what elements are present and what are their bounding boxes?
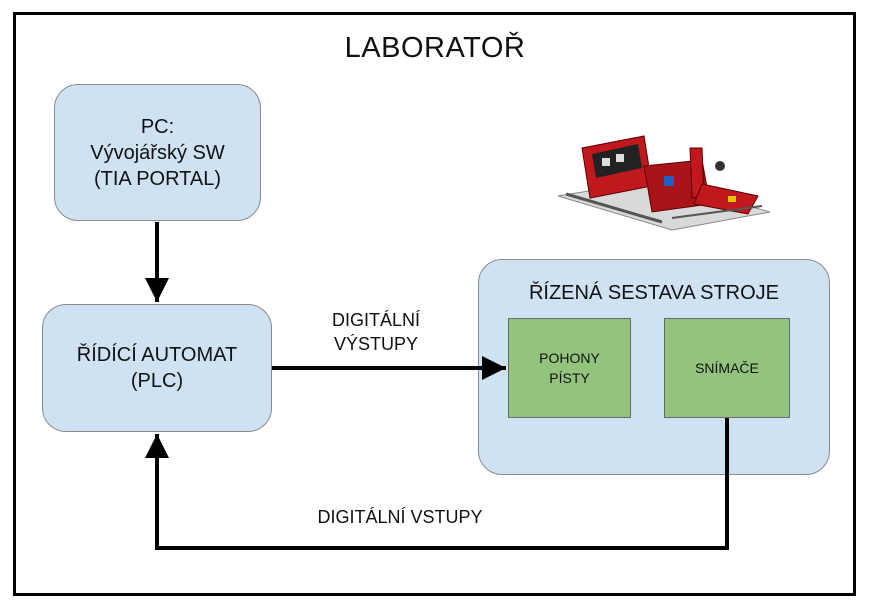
sensors-box: SNÍMAČE — [664, 318, 790, 418]
digital-inputs-label: DIGITÁLNÍ VSTUPY — [317, 507, 483, 527]
diagram-frame — [13, 12, 856, 596]
machine-system-title: ŘÍZENÁ SESTAVA STROJE — [528, 282, 780, 304]
digital-outputs-label: DIGITÁLNÍ VÝSTUPY — [296, 308, 456, 356]
diagram-title: LABORATOŘ — [344, 32, 526, 64]
drives-box: POHONY PÍSTY — [508, 318, 631, 418]
plc-box-line2: (PLC) — [130, 370, 184, 392]
pc-box-line3: (TIA PORTAL) — [93, 167, 222, 190]
inputs-arrow — [145, 418, 729, 550]
sensors-label: SNÍMAČE — [695, 360, 759, 376]
drives-line2: PÍSTY — [549, 370, 590, 386]
pc-box-line1: PC: — [140, 115, 175, 138]
machine-model-image — [557, 135, 771, 231]
pc-box: PC: Vývojářský SW (TIA PORTAL) — [54, 84, 261, 221]
pc-box-line2: Vývojářský SW — [90, 141, 225, 164]
digital-outputs-line1: DIGITÁLNÍ — [331, 310, 420, 330]
digital-outputs-line2: VÝSTUPY — [333, 334, 419, 354]
plc-box: ŘÍDÍCÍ AUTOMAT (PLC) — [42, 304, 272, 432]
plc-box-line1: ŘÍDÍCÍ AUTOMAT — [76, 344, 238, 366]
drives-line1: POHONY — [539, 350, 600, 366]
